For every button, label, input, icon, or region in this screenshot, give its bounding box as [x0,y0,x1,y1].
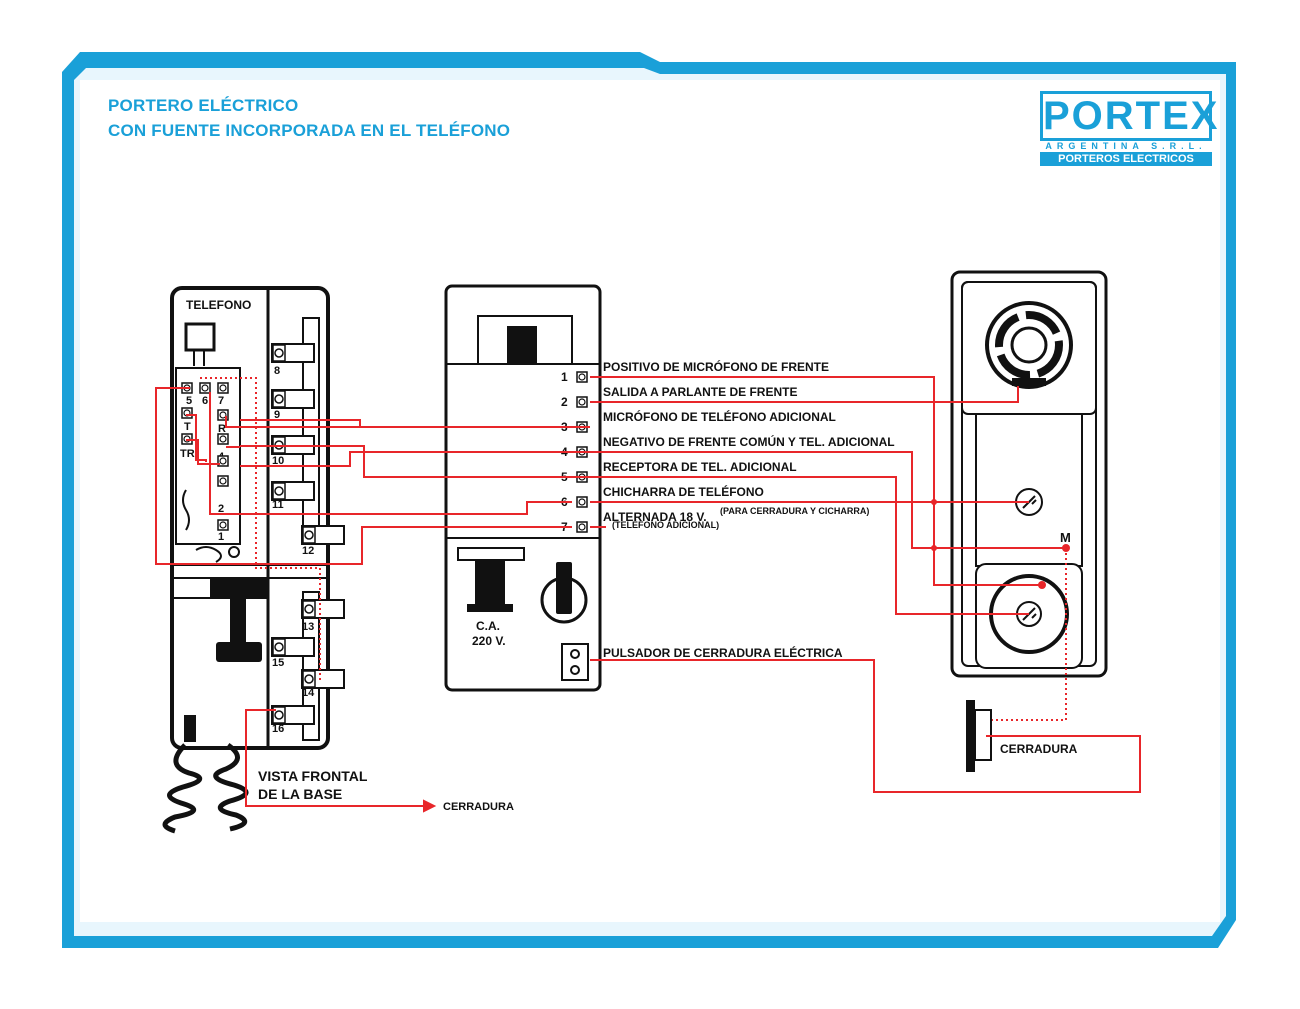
telephone-caption-line2: DE LA BASE [258,786,342,802]
voltage-label: 220 V. [472,634,506,648]
ps-terminal-number: 1 [561,370,568,384]
tel-right-terminal-number: 15 [272,657,284,669]
junction-dots [931,499,1070,589]
tel-left-label: TR [180,448,195,460]
tel-right-terminal-number: 14 [302,687,315,699]
tel-right-terminal-number: 8 [274,365,280,377]
tel-left-screw [217,519,229,531]
wire-4 [590,451,1066,549]
ps-terminal-number: 2 [561,395,568,409]
wire-label: POSITIVO DE MICRÓFONO DE FRENTE [603,359,829,374]
wire-label: ALTERNADA 18 V. [603,510,707,524]
title-line2: CON FUENTE INCORPORADA EN EL TELÉFONO [108,121,511,140]
wire-label: SALIDA A PARLANTE DE FRENTE [603,385,797,399]
power-supply-box [444,284,602,692]
tel-right-terminal: 8 [271,343,315,377]
tel-left-label: 2 [218,503,224,515]
tel-left-screw [217,433,229,445]
tel-left-label: 1 [218,531,224,543]
tel-left-screw [217,409,229,421]
wire-3b [240,419,590,428]
wire-4b [240,451,590,467]
tel-left-label: 7 [218,395,224,407]
wire-5 [590,476,1029,615]
tel-lock-wire [245,709,430,807]
tel-left-screw [199,382,211,394]
wire-labels: POSITIVO DE MICRÓFONO DE FRENTE SALIDA A … [603,359,895,524]
ps-terminal-screw [576,371,588,383]
tel-left-screw [217,475,229,487]
wire-6b [209,392,572,515]
tel-right-terminal-number: 13 [302,621,314,633]
lock-wire [590,659,1141,793]
tel-right-terminal-number: 9 [274,409,280,421]
title-line1: PORTERO ELÉCTRICO [108,96,299,115]
logo-word: PORTEX [1040,91,1217,141]
tel-right-terminal: 13 [301,599,345,633]
tel-left-screw [181,407,193,419]
ac-label: C.A. [476,619,500,633]
wire7-note2: (TELÉFONO ADICIONAL) [612,520,719,530]
tel-right-terminal-number: 16 [272,723,284,735]
telephone-heading: TELEFONO [186,298,251,312]
ps-terminal-screw [576,496,588,508]
portex-logo: PORTEX ARGENTINA S.R.L. PORTEROS ELECTRI… [1040,91,1217,166]
tel-right-terminal-number: 11 [272,499,284,511]
wire-7b [155,387,572,565]
tel-right-terminal: 15 [271,637,315,669]
wiring [155,376,1141,813]
tel-right-terminal: 12 [301,525,345,557]
tel-right-terminal: 9 [271,389,315,421]
logo-subtitle: ARGENTINA S.R.L. [1045,141,1207,151]
ps-terminal-screw [576,396,588,408]
wire7-note: (PARA CERRADURA Y CICHARRA) [720,506,869,516]
tel-right-terminal-number: 12 [302,545,314,557]
tel-right-terminal: 11 [271,481,315,511]
tel-right-terminal-number: 10 [272,455,284,467]
wire-label: NEGATIVO DE FRENTE COMÚN Y TEL. ADICIONA… [603,434,895,449]
lock-button-label: PULSADOR DE CERRADURA ELÉCTRICA [603,645,843,660]
ps-terminal-screw [576,521,588,533]
logo-tagline: PORTEROS ELECTRICOS [1040,152,1212,166]
wire-label: CHICHARRA DE TELÉFONO [603,484,764,499]
tel-left-screw [217,455,229,467]
door-lock-label: CERRADURA [1000,742,1078,756]
tel-left-label: T [184,421,191,433]
wire-5b [240,445,590,478]
tel-right-terminal: 14 [301,669,345,699]
wire-label: MICRÓFONO DE TELÉFONO ADICIONAL [603,409,836,424]
tel-left-label: R [218,423,226,435]
tel-left-label: 5 [186,395,192,407]
tel-left-label: 6 [202,395,208,407]
wire-2 [590,386,1019,403]
telephone-caption-line1: VISTA FRONTAL [258,768,368,784]
page-frame [62,52,1236,948]
tel-left-screw [217,382,229,394]
wire-1 [590,376,1042,586]
telephone-lock-label: CERRADURA [443,801,514,813]
mic-label: M [1060,530,1071,545]
wire-label: RECEPTORA DE TEL. ADICIONAL [603,460,797,474]
